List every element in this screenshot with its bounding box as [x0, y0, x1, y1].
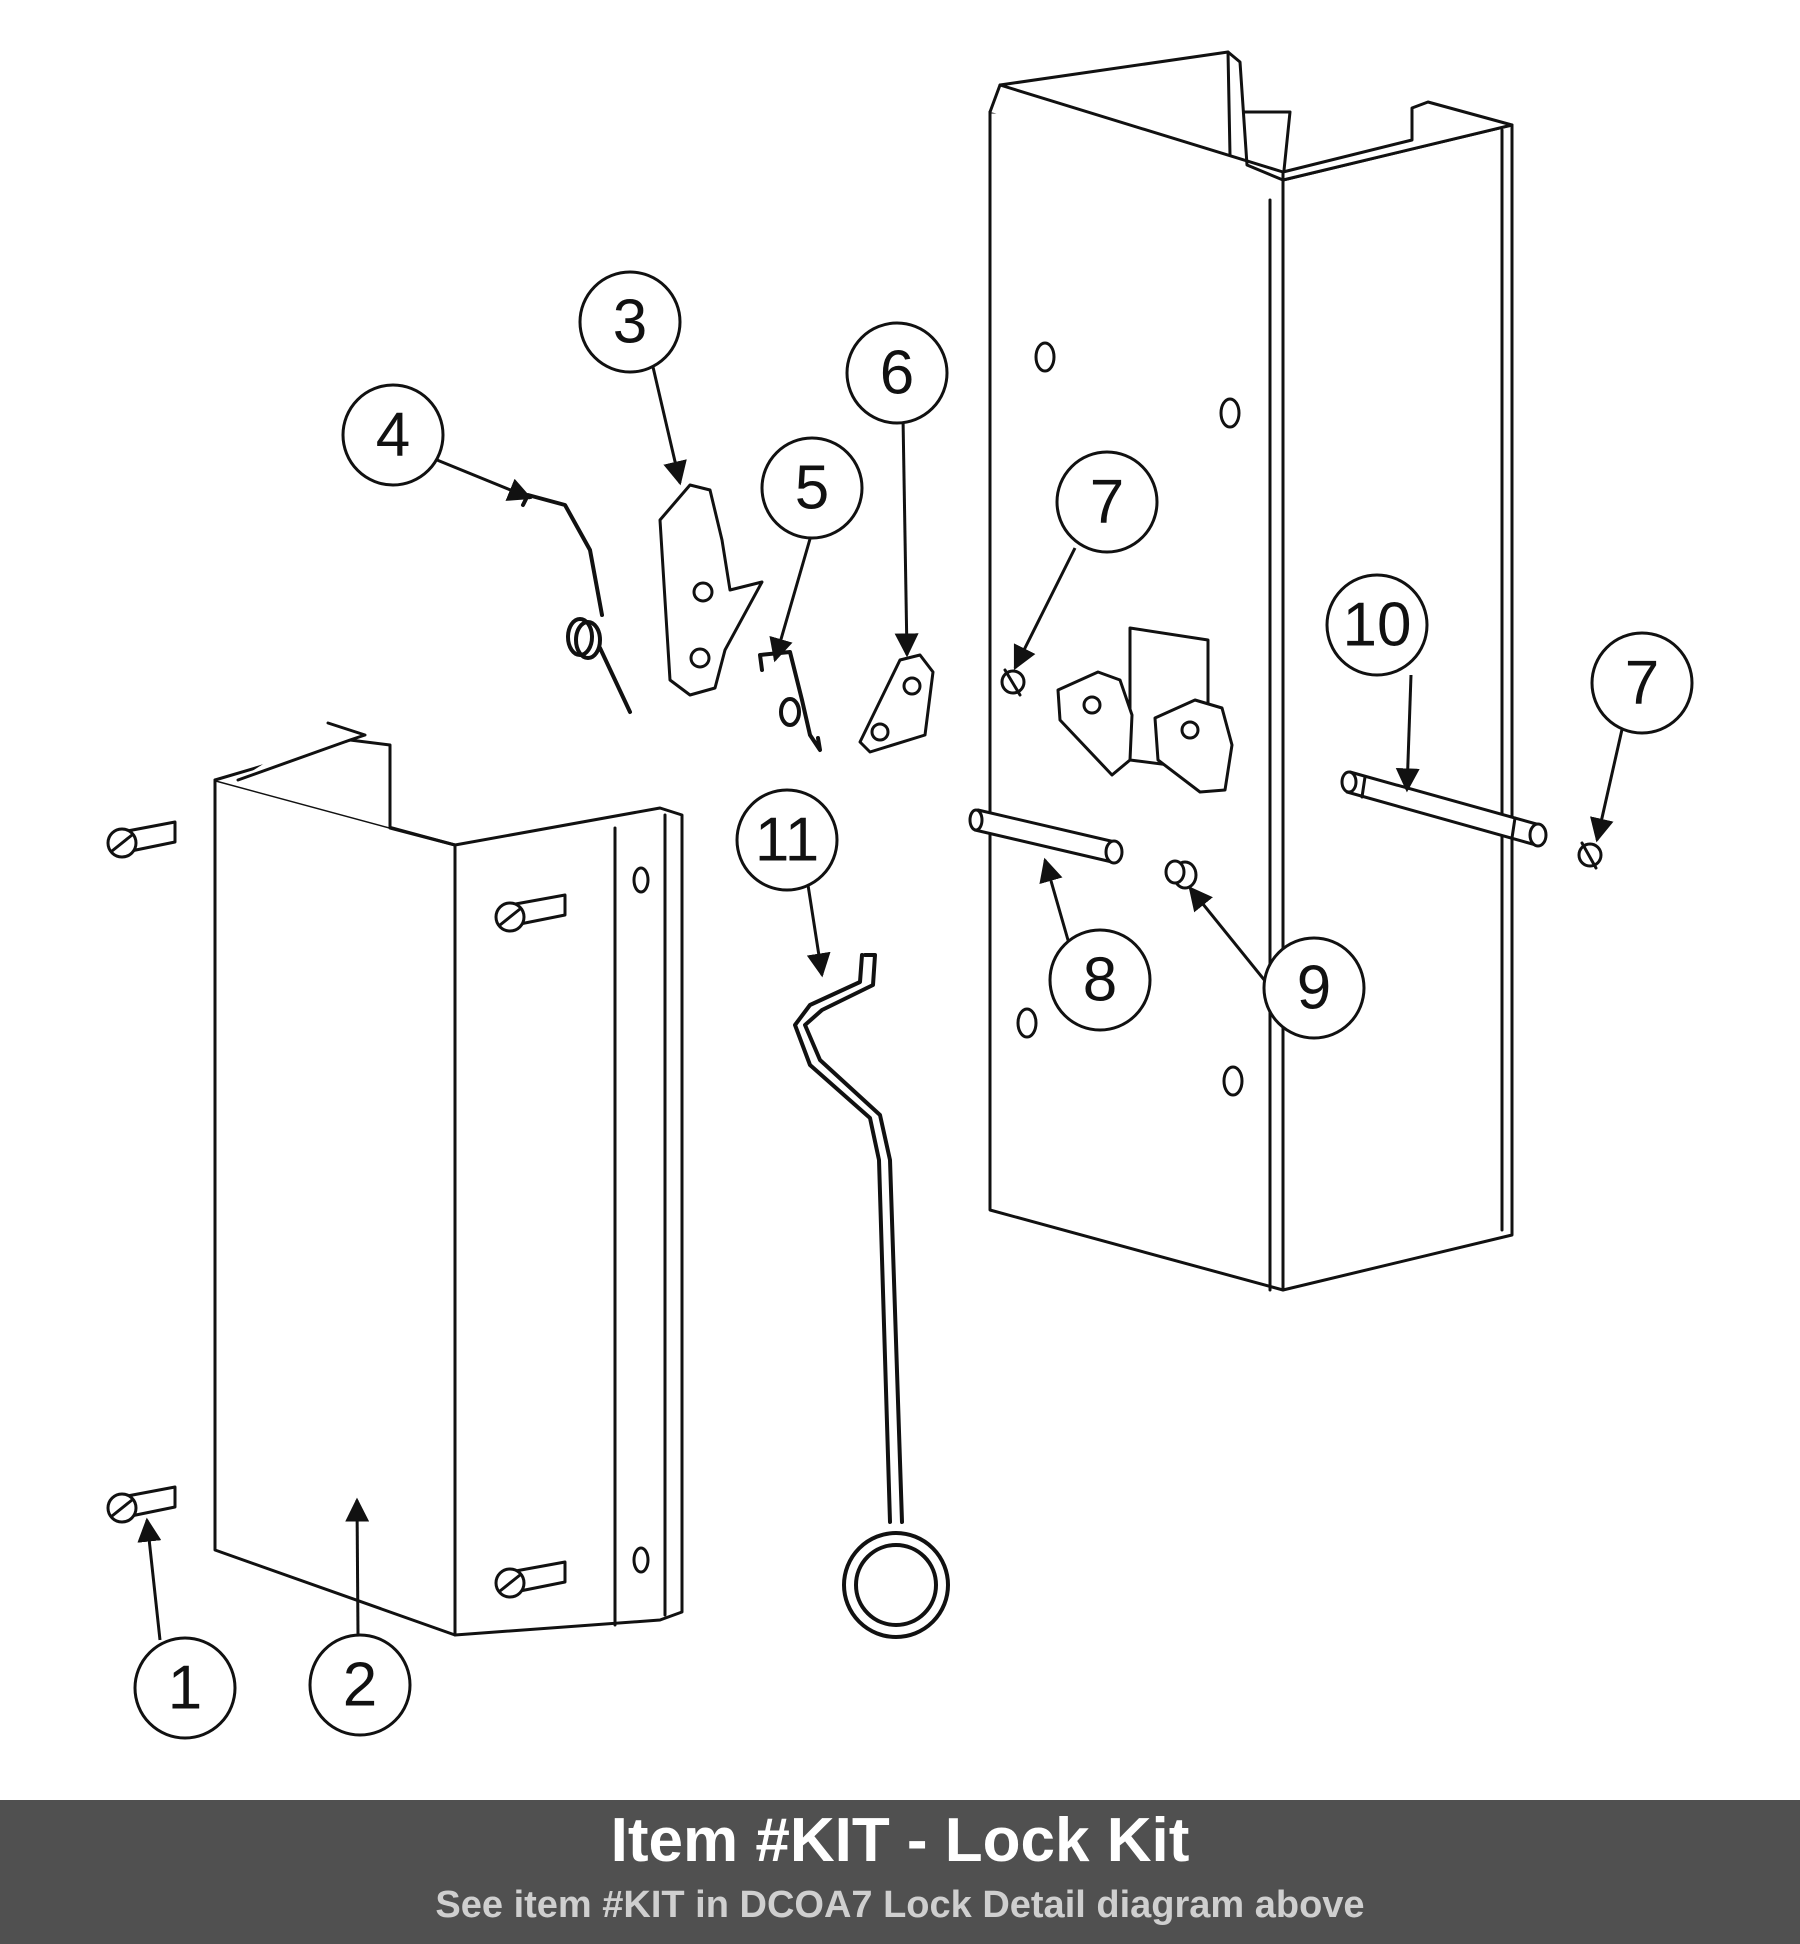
callout-number: 11	[755, 806, 819, 875]
callout-7: 7	[1590, 631, 1694, 735]
pull-rod-part-11	[793, 953, 950, 1639]
callout-number: 1	[168, 1654, 202, 1723]
callout-8: 8	[1048, 928, 1152, 1032]
screw-part-1	[106, 1485, 177, 1524]
link-plate-part-6	[858, 653, 935, 754]
post-hole	[1222, 1065, 1244, 1097]
latch-plate-part-3	[658, 483, 764, 697]
callout-9: 9	[1262, 936, 1366, 1040]
screw-part-1	[106, 820, 177, 859]
bushing-part-9	[1164, 859, 1198, 890]
post-hole	[1219, 397, 1241, 429]
caption-subtitle: See item #KIT in DCOA7 Lock Detail diagr…	[435, 1884, 1365, 1926]
lock-kit-exploded-diagram: 1 2 3 4 5 6 7 7 8 9 10 11	[106, 50, 1694, 1740]
callout-5: 5	[760, 436, 864, 540]
callout-number: 8	[1083, 946, 1117, 1015]
caption-banner: Item #KIT - Lock Kit See item #KIT in DC…	[0, 1800, 1800, 1944]
cover-channel-part-2	[213, 721, 684, 1637]
callout-number: 5	[795, 454, 829, 523]
torsion-spring-part-4	[521, 493, 632, 714]
callout-number: 3	[613, 288, 647, 357]
post-hole	[1016, 1007, 1038, 1039]
pin-part-8	[968, 808, 1124, 865]
lock-post-housing	[988, 50, 1514, 1292]
callout-2: 2	[308, 1633, 412, 1737]
callout-6: 6	[845, 321, 949, 425]
callout-10: 10	[1325, 573, 1429, 677]
callout-number: 9	[1297, 954, 1331, 1023]
callout-number: 10	[1343, 591, 1412, 660]
spring-part-5	[758, 650, 822, 752]
callout-number: 7	[1625, 649, 1659, 718]
callout-number: 4	[376, 401, 410, 470]
callout-11: 11	[735, 788, 839, 892]
callout-1: 1	[133, 1636, 237, 1740]
callout-number: 7	[1090, 468, 1124, 537]
clip-part-7	[1000, 668, 1026, 697]
pin-part-10	[1340, 770, 1548, 848]
callout-4: 4	[341, 383, 445, 487]
callout-number: 6	[880, 339, 914, 408]
callout-7: 7	[1055, 450, 1159, 554]
callout-3: 3	[578, 270, 682, 374]
callout-number: 2	[343, 1651, 377, 1720]
post-hole	[1034, 341, 1056, 373]
caption-title: Item #KIT - Lock Kit	[610, 1806, 1190, 1875]
clip-part-7	[1577, 841, 1603, 870]
